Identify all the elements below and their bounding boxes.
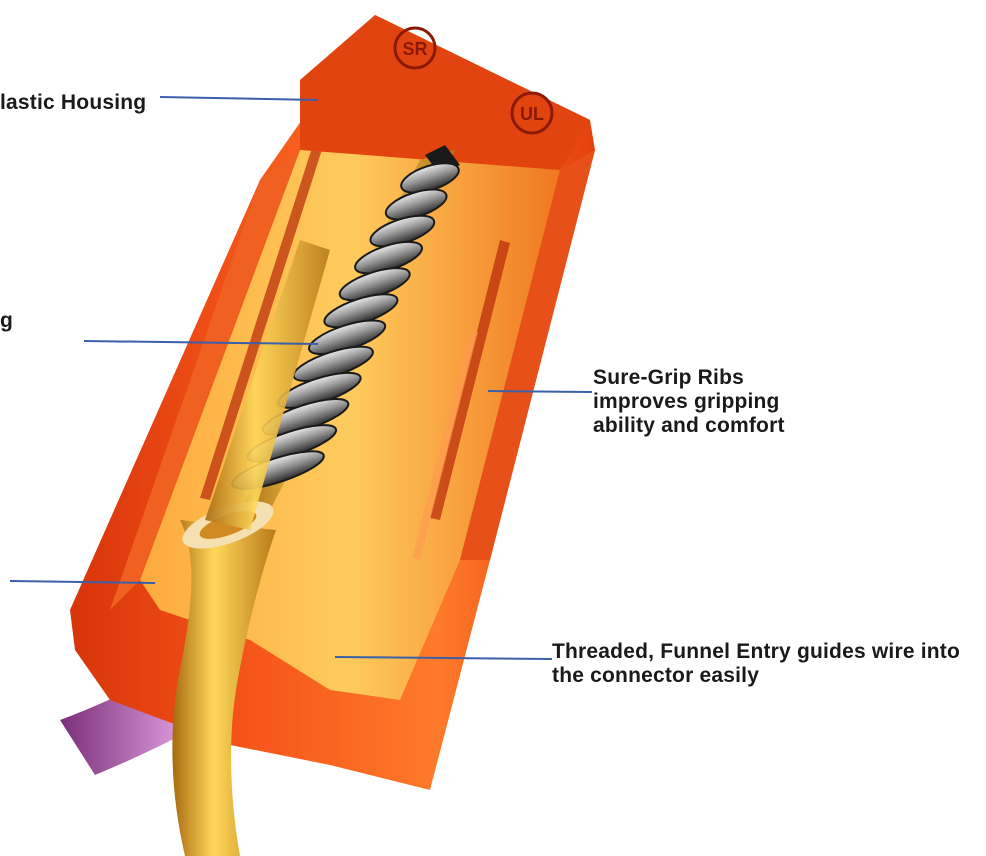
housing-callout-label: lastic Housing (0, 91, 146, 115)
funnel-callout-line-2: the connector easily (552, 664, 960, 688)
housing-leader-line (160, 97, 318, 100)
sr-logo-text: SR (402, 39, 427, 59)
funnel-callout-line-1: Threaded, Funnel Entry guides wire into (552, 640, 960, 664)
ul-logo-text: UL (520, 104, 544, 124)
ribs-callout: Sure-Grip Ribs improves gripping ability… (593, 366, 785, 438)
ribs-callout-line-1: Sure-Grip Ribs (593, 366, 785, 390)
ribs-callout-line-3: ability and comfort (593, 414, 785, 438)
funnel-entry-callout: Threaded, Funnel Entry guides wire into … (552, 640, 960, 688)
ribs-leader-line (488, 391, 592, 392)
ribs-callout-line-2: improves gripping (593, 390, 785, 414)
spring-callout-label: g (0, 309, 13, 333)
